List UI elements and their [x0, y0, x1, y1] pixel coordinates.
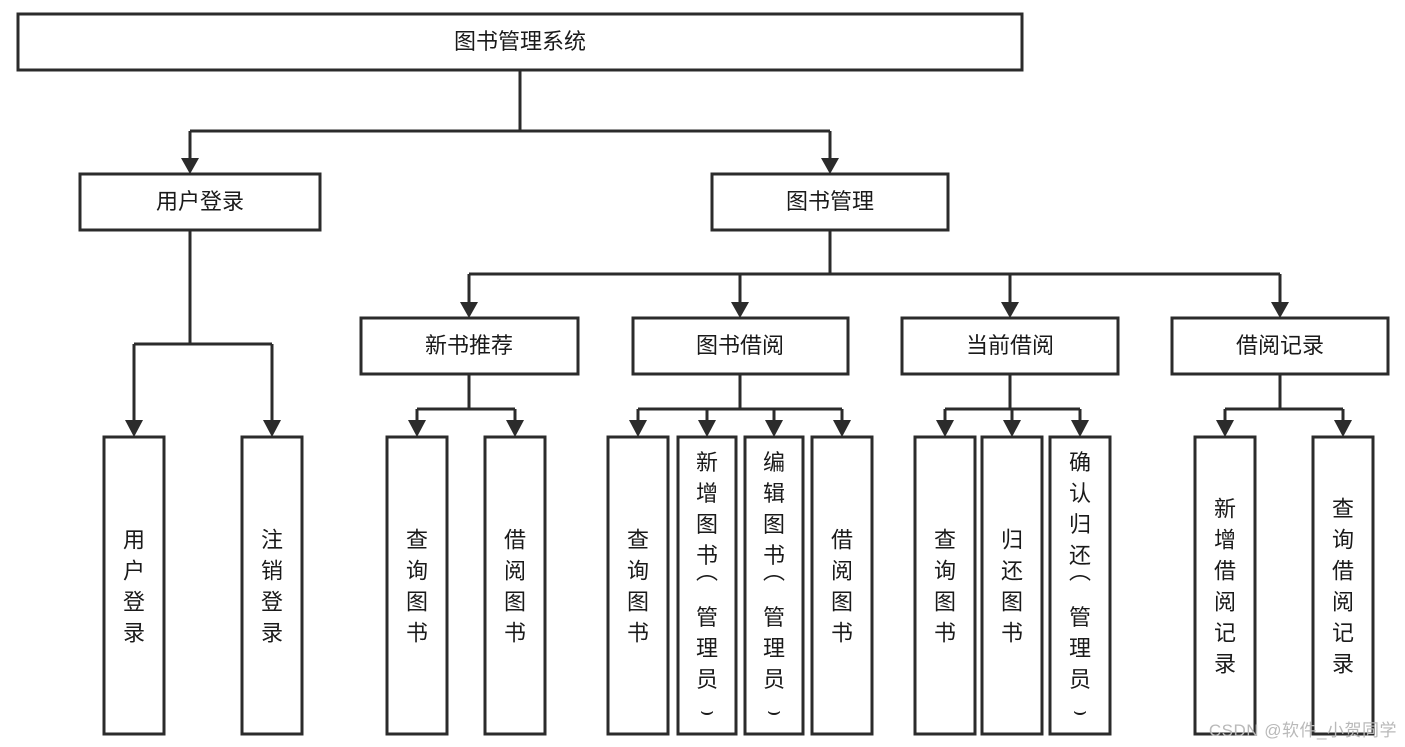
leaf-node[interactable]: 确认归还⌒管理员⌣ [1048, 435, 1112, 736]
arrowhead-leaf-confirm-return [1071, 420, 1089, 437]
leaf-node[interactable]: 查询图书 [913, 435, 977, 736]
arrowhead-leaf-user-logout [263, 420, 281, 437]
node-current-borrow-box[interactable] [900, 316, 1120, 376]
node-borrow-record[interactable]: 借阅记录 [1170, 316, 1390, 376]
leaf-node[interactable]: 新增图书⌒管理员⌣ [676, 435, 738, 736]
leaf-node-box[interactable] [676, 435, 738, 736]
node-book-borrow[interactable]: 图书借阅 [631, 316, 850, 376]
connector-group-current-borrow [936, 374, 1089, 437]
leaf-node[interactable]: 新增借阅记录 [1193, 435, 1257, 736]
leaf-node[interactable]: 归还图书 [980, 435, 1044, 736]
connector-group-book-borrow [629, 374, 851, 437]
leaf-node[interactable]: 借阅图书 [810, 435, 874, 736]
leaf-node-label: 用户登录 [123, 528, 145, 646]
connector-group-new-book-recommend [408, 374, 524, 437]
node-root-box[interactable] [16, 12, 1024, 72]
node-current-borrow[interactable]: 当前借阅 [900, 316, 1120, 376]
node-user-login-label: 用户登录 [156, 189, 244, 214]
node-user-login[interactable]: 用户登录 [78, 172, 322, 232]
leaf-node-box[interactable] [743, 435, 805, 736]
node-book-manage[interactable]: 图书管理 [710, 172, 950, 232]
node-borrow-record-box[interactable] [1170, 316, 1390, 376]
node-new-book-recommend[interactable]: 新书推荐 [359, 316, 580, 376]
leaf-node[interactable]: 查询图书 [606, 435, 670, 736]
leaf-node-box[interactable] [385, 435, 449, 736]
leaf-node-box[interactable] [240, 435, 304, 736]
node-book-borrow-box[interactable] [631, 316, 850, 376]
leaf-node-label: 注销登录 [261, 528, 283, 646]
arrowhead-leaf-query-book-rec [408, 420, 426, 437]
arrowhead-borrow-record [1271, 302, 1289, 318]
node-book-borrow-label: 图书借阅 [696, 333, 784, 358]
leaf-node[interactable]: 查询图书 [385, 435, 449, 736]
arrowhead-leaf-query-book-borrow [629, 420, 647, 437]
leaf-node[interactable]: 借阅图书 [483, 435, 547, 736]
leaf-node-box[interactable] [1193, 435, 1257, 736]
leaf-node-label: 编辑图书⌒管理员⌣ [763, 450, 785, 723]
arrowhead-leaf-borrow-book [833, 420, 851, 437]
leaf-node-box[interactable] [606, 435, 670, 736]
leaf-node-box[interactable] [810, 435, 874, 736]
leaf-node[interactable]: 编辑图书⌒管理员⌣ [743, 435, 805, 736]
leaf-node-box[interactable] [483, 435, 547, 736]
node-book-manage-box[interactable] [710, 172, 950, 232]
arrowhead-leaf-return-book [1003, 420, 1021, 437]
leaf-node[interactable]: 注销登录 [240, 435, 304, 736]
leaf-node[interactable]: 查询借阅记录 [1311, 435, 1375, 736]
leaf-node-box[interactable] [980, 435, 1044, 736]
node-root-label: 图书管理系统 [454, 29, 586, 54]
leaf-node-label: 归还图书 [1001, 528, 1023, 646]
arrowhead-book-manage [821, 158, 839, 174]
arrowhead-book-borrow [731, 302, 749, 318]
connector-group-book-manage [460, 230, 1289, 318]
arrowhead-leaf-add-book [698, 420, 716, 437]
leaf-node-box[interactable] [102, 435, 166, 736]
leaf-node-label: 新增图书⌒管理员⌣ [696, 450, 718, 723]
connector-group-root [181, 70, 839, 174]
leaf-node-label: 新增借阅记录 [1214, 497, 1236, 677]
node-root[interactable]: 图书管理系统 [16, 12, 1024, 72]
leaf-node-label: 查询图书 [406, 528, 428, 646]
arrowhead-leaf-edit-book [765, 420, 783, 437]
leaf-node-label: 查询借阅记录 [1332, 497, 1354, 677]
node-new-book-recommend-box[interactable] [359, 316, 580, 376]
node-new-book-recommend-label: 新书推荐 [425, 333, 513, 358]
node-borrow-record-label: 借阅记录 [1236, 333, 1324, 358]
leaf-node-label: 查询图书 [934, 528, 956, 646]
arrowhead-current-borrow [1001, 302, 1019, 318]
arrowhead-leaf-borrow-book-rec [506, 420, 524, 437]
node-current-borrow-label: 当前借阅 [966, 333, 1054, 358]
connector-group-borrow-record [1216, 374, 1352, 437]
arrowhead-user-login [181, 158, 199, 174]
arrowhead-leaf-add-record [1216, 420, 1234, 437]
leaf-node-label: 查询图书 [627, 528, 649, 646]
leaf-node-layer: 用户登录 注销登录 查询图书 借阅图书 查询图书 新增图书⌒管理员⌣ 编辑图书⌒管理员⌣ 借阅… [102, 435, 1375, 736]
arrowhead-leaf-query-record [1334, 420, 1352, 437]
leaf-node-box[interactable] [913, 435, 977, 736]
arrowhead-new-book-recommend [460, 302, 478, 318]
connector-group-user-login [125, 230, 281, 437]
arrowhead-leaf-query-book-current [936, 420, 954, 437]
leaf-node-label: 借阅图书 [831, 528, 853, 646]
leaf-node-box[interactable] [1311, 435, 1375, 736]
arrowhead-leaf-user-login [125, 420, 143, 437]
node-user-login-box[interactable] [78, 172, 322, 232]
leaf-node-label: 借阅图书 [504, 528, 526, 646]
leaf-node[interactable]: 用户登录 [102, 435, 166, 736]
node-book-manage-label: 图书管理 [786, 189, 874, 214]
leaf-node-label: 确认归还⌒管理员⌣ [1069, 450, 1091, 723]
leaf-node-box[interactable] [1048, 435, 1112, 736]
